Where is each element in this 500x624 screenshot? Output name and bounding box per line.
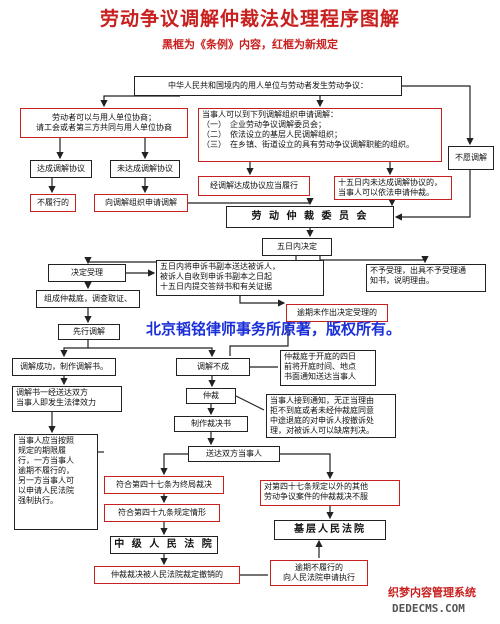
node-absent-party: 当事人接到通知，无正当理由 拒不到庭或者未经仲裁庭同意 中途退庭的对申诉人按撤诉… xyxy=(266,394,396,438)
node-article-49: 符合第四十九条规定情形 xyxy=(104,504,220,522)
node-no-agreement: 未达成调解协议 xyxy=(110,160,180,178)
node-final-award: 符合第四十七条为终局裁决 xyxy=(104,476,224,494)
node-award-revoked: 仲裁裁决被人民法院裁定撤销的 xyxy=(94,566,240,584)
node-mediation-success: 调解成功，制作调解书。 xyxy=(12,358,116,376)
node-negotiate: 劳动者可以与用人单位协商； 请工会或者第三方共同与用人单位协商 xyxy=(20,108,188,138)
copyright-notice: 北京韬铭律师事务所原著，版权所有。 xyxy=(146,320,402,338)
node-five-days-decide: 五日内决定 xyxy=(262,238,332,256)
connector-line xyxy=(100,95,180,108)
connector-line xyxy=(394,170,471,221)
node-other-disputes: 对第四十七条规定以外的其他 劳动争议案件的仲裁裁决不服 xyxy=(260,480,400,506)
node-notice-hearing: 仲裁庭于开庭的四日 前将开庭时间、地点 书面通知送达当事人 xyxy=(280,350,376,386)
connector-line xyxy=(60,340,89,358)
node-refuse-mediation: 不愿调解 xyxy=(448,146,494,170)
node-basic-court: 基层人民法院 xyxy=(274,520,386,540)
node-fifteen-days: 十五日内未达成调解协议的， 当事人可以依法申请仲裁。 xyxy=(334,176,452,200)
node-reject: 不予受理，出具不予受理通 知书，说明理由。 xyxy=(366,264,486,292)
node-mediation-effective: 调解书一经送达双方 当事人即发生法律效力 xyxy=(12,386,122,412)
watermark-line2: DEDECMS.COM xyxy=(392,602,465,615)
node-intermediate-court: 中 级 人 民 法 院 xyxy=(110,536,218,554)
watermark-line1: 织梦内容管理系统 xyxy=(388,586,476,599)
connector-line xyxy=(239,296,286,307)
node-apply-mediation: 向调解组织申请调解 xyxy=(94,194,188,212)
node-arbitration: 仲裁 xyxy=(186,388,236,404)
node-arbitration-committee: 劳 动 仲 裁 委 员 会 xyxy=(226,206,394,228)
node-should-perform: 经调解达成协议应当履行 xyxy=(198,176,310,196)
connector-line xyxy=(160,453,188,476)
node-serve-both: 送达双方当事人 xyxy=(188,446,280,462)
connector-line xyxy=(235,395,265,411)
node-agreement-reached: 达成调解协议 xyxy=(30,160,92,178)
connector-line xyxy=(188,198,314,206)
node-award-document: 制作裁决书 xyxy=(174,416,248,432)
node-prior-mediation: 先行调解 xyxy=(58,324,120,340)
node-overdue-no-decision: 逾期未作出决定受理的 xyxy=(286,304,388,322)
node-serve-copy: 五日内将申诉书副本送达被诉人， 被诉人自收到申诉书副本之日起 十五日内提交答辩书… xyxy=(156,260,324,296)
node-mediation-orgs: 当事人可以到下列调解组织申请调解： （一） 企业劳动争议调解委员会； （二） 依… xyxy=(198,108,442,162)
page-subtitle: 黑框为《条例》内容，红框为新规定 xyxy=(162,38,338,51)
connector-line xyxy=(402,85,474,146)
connector-line xyxy=(280,453,334,480)
node-accept: 决定受理 xyxy=(48,264,126,282)
connector-line xyxy=(88,347,216,358)
node-perform-on-time: 当事人应当按照 规定的期限履 行，一方当事人 逾期不履行的， 另一方当事人可 以… xyxy=(14,434,98,530)
node-apply-enforcement: 逾期不履行的 向人民法院申请执行 xyxy=(270,560,368,586)
page-title: 劳动争议调解仲裁法处理程序图解 xyxy=(99,8,400,30)
node-mediation-fail: 调解不成 xyxy=(176,358,250,376)
node-not-performed: 不履行的 xyxy=(30,194,76,212)
node-form-tribunal: 组成仲裁庭，调查取证、 xyxy=(36,290,140,308)
node-dispute-occurs: 中华人民共和国境内的用人单位与劳动者发生劳动争议： xyxy=(134,76,402,96)
connector-line xyxy=(229,322,289,356)
connector-line xyxy=(319,256,429,264)
